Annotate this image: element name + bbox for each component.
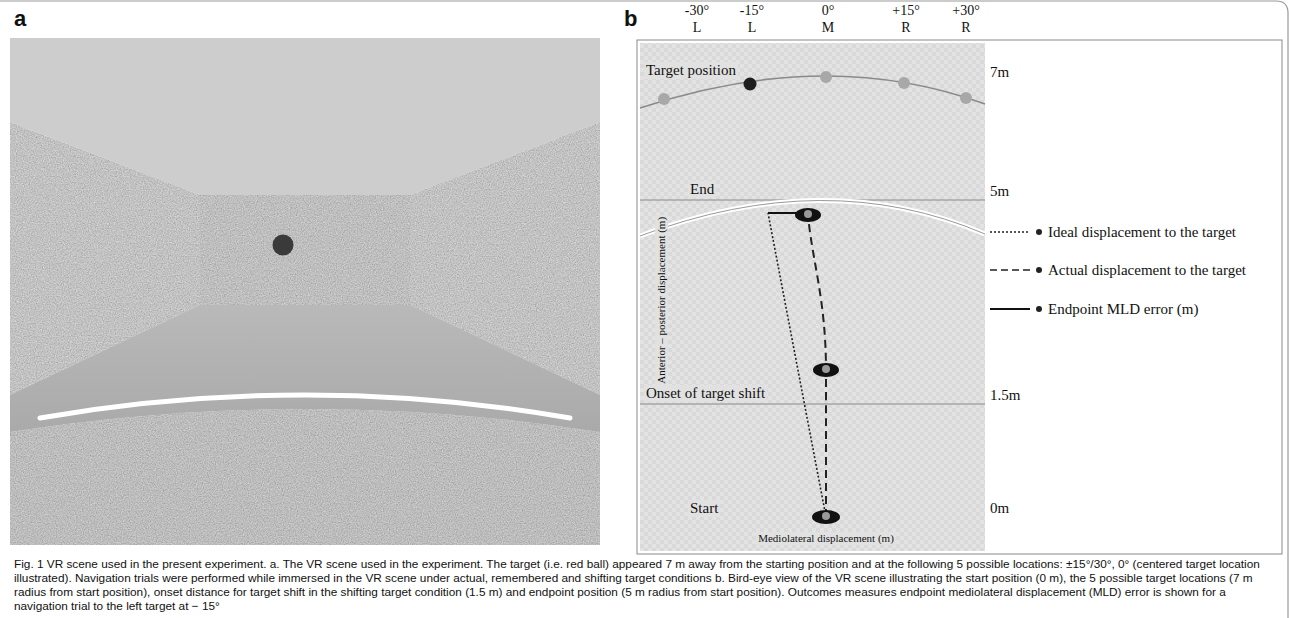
distance-label: 0m [990, 500, 1009, 517]
distance-label: 7m [990, 64, 1009, 81]
angle-label: +15° [892, 3, 920, 19]
legend-samples [990, 229, 1042, 312]
vr-scene [10, 38, 600, 545]
axis-label: Mediolateral displacement (m) [756, 532, 896, 545]
side-label: L [693, 20, 702, 36]
side-label: L [748, 20, 757, 36]
side-label: R [961, 20, 970, 36]
panel-letter: a [14, 6, 26, 31]
birds-eye-view [637, 40, 1282, 554]
side-label: R [901, 20, 910, 36]
legend-text: Ideal displacement to the target [1048, 222, 1276, 242]
figure-caption: Fig. 1 VR scene used in the present expe… [14, 557, 1276, 613]
angle-label: -15° [740, 3, 764, 19]
distance-label: 1.5m [990, 387, 1020, 404]
position-label: Target position [644, 62, 738, 79]
side-label: M [822, 20, 834, 36]
axis-label: Anterior – posterior displacement (m) [655, 215, 668, 386]
position-label: Onset of target shift [644, 385, 767, 402]
position-label: Start [688, 500, 720, 517]
panel-letter: b [624, 6, 637, 31]
distance-label: 5m [990, 183, 1009, 200]
legend-text: Endpoint MLD error (m) [1048, 299, 1276, 319]
legend-text: Actual displacement to the target [1048, 260, 1276, 280]
angle-label: +30° [952, 3, 980, 19]
angle-label: -30° [685, 3, 709, 19]
angle-label: 0° [822, 3, 835, 19]
position-label: End [688, 181, 716, 198]
